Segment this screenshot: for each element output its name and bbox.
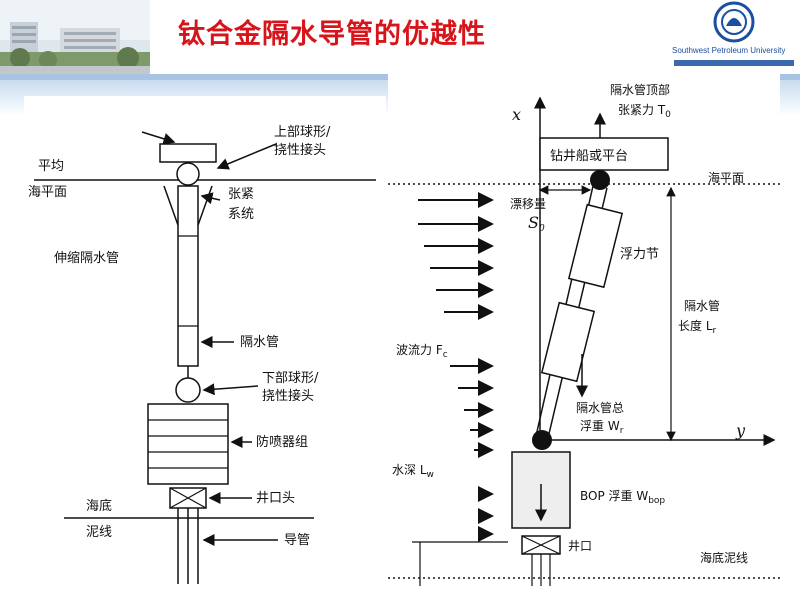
university-name: Southwest Petroleum University [672,46,786,55]
right-diagram-panel: x y 隔水管顶部 张紧力 T0 钻井船或平台 海平面 漂移量 S0 浮力节 隔… [388,74,780,586]
bop-weight-subscript: bop [648,496,665,506]
campus-photo [0,0,150,80]
lower-joint-label-1: 下部球形/ [262,371,319,386]
riser-length-subscript: r [713,326,717,336]
buoyancy-section-1 [567,203,624,289]
top-tension-label-2: 张紧力 T0 [618,103,671,120]
tension-system-label-1: 张紧 [228,187,254,202]
offset-symbol: S0 [528,213,545,234]
tension-system-label-2: 系统 [228,207,254,222]
lower-joint-label-2: 挠性接头 [262,388,314,404]
riser-mechanics-diagram: x y 隔水管顶部 张紧力 T0 钻井船或平台 海平面 漂移量 S0 浮力节 隔… [388,82,780,586]
riser-buoyancy-subscript: r [620,426,624,436]
upper-joint-label-2: 挠性接头 [274,142,326,158]
top-tension-text: 张紧力 T [618,103,666,117]
bop-stack [147,403,229,485]
riser-length-label: 隔水管 [684,298,720,313]
riser-buoyancy-label: 隔水管总 [576,400,624,415]
riser-label: 隔水管 [240,335,279,350]
top-tension-subscript: 0 [665,110,671,120]
upper-ball-joint [176,162,200,186]
wellhead-label: 井口头 [256,491,295,506]
university-logo [674,1,794,66]
riser-length-text: 长度 L [678,318,713,333]
top-tension-label: 隔水管顶部 [610,82,670,97]
current-force-label: 波流力 Fc [396,343,448,360]
telescopic-riser [177,185,199,367]
riser-buoyancy-label-2: 浮重 Wr [580,419,624,436]
sea-level-label: 海平面 [708,170,744,185]
platform-box [539,137,669,171]
offset-label: 漂移量 [510,197,546,211]
current-force-text: 波流力 F [396,343,443,357]
conductor-label: 导管 [284,533,310,548]
tension-line-right [196,185,213,229]
riser-buoyancy-text: 浮重 W [580,419,620,433]
tension-line-left [163,185,180,229]
bop-stack-label: 防喷器组 [256,434,308,450]
mudline-label: 海底泥线 [700,550,748,565]
upper-joint-arrow [216,143,277,170]
mudline-label-1: 海底 [86,498,112,514]
mudline-label-2: 泥线 [86,525,112,540]
buoyancy-section-label: 浮力节 [620,247,659,262]
slide-title: 钛合金隔水导管的优越性 [178,19,486,50]
offset-sym-subscript: 0 [539,224,545,234]
water-depth-text: 水深 L [392,463,427,477]
left-diagram-panel: 上部球形/ 挠性接头 平均 海平面 张紧 系统 伸缩隔水管 隔水管 下部球形/ … [24,96,386,584]
bop-weight-label: BOP 浮重 Wbop [580,489,665,506]
lower-joint-dot [532,430,552,450]
offset-sym-text: S [528,213,539,232]
upper-joint-arrow-in [141,131,176,145]
upper-joint-label-1: 上部球形/ [274,125,331,140]
tension-system-arrow [200,192,221,205]
top-platform-block [159,143,217,163]
riser-system-diagram: 上部球形/ 挠性接头 平均 海平面 张紧 系统 伸缩隔水管 隔水管 下部球形/ … [28,125,376,584]
buoyancy-section-2 [540,301,596,383]
bop-weight-text: BOP 浮重 W [580,489,648,503]
mean-sea-level-label-2: 海平面 [28,185,67,200]
current-arrows [418,192,494,542]
slide-header: 钛合金隔水导管的优越性 Southwest Petroleum Universi… [0,0,800,80]
mean-sea-level-label-1: 平均 [38,159,64,174]
lower-joint-arrow [202,383,259,396]
riser-length-label-2: 长度 Lr [678,318,717,336]
wellhead-label: 井口 [568,539,592,553]
x-axis-label: x [512,105,521,124]
upper-joint-dot [590,170,610,190]
y-axis-label: y [735,421,746,440]
water-depth-subscript: w [427,470,434,480]
water-depth-label: 水深 Lw [392,463,434,480]
platform-label: 钻井船或平台 [550,149,628,164]
current-force-subscript: c [443,350,448,360]
telescopic-riser-label: 伸缩隔水管 [54,250,119,266]
lower-ball-joint [175,377,201,403]
